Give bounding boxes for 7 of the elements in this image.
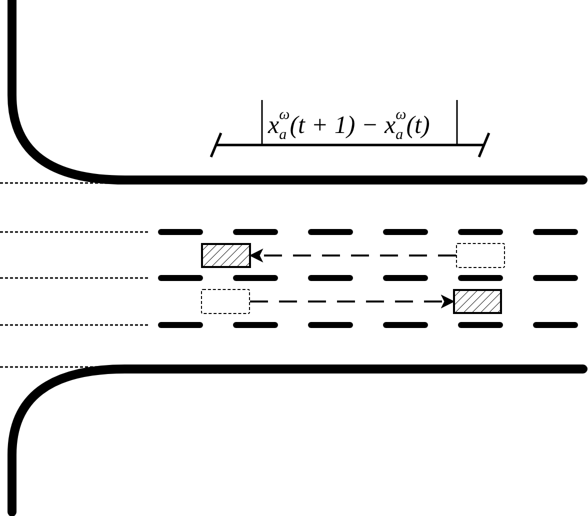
vehicle-box xyxy=(201,243,251,268)
arrow xyxy=(249,248,456,262)
vehicle-outline-box xyxy=(456,243,505,268)
vehicle-outline-box xyxy=(201,289,250,314)
vehicle-box xyxy=(453,289,502,314)
displacement-formula: x$_{a}$$^{ω}$(t + 1) − x$_{a}$$^{ω}$(t) xyxy=(268,108,430,143)
arrow xyxy=(250,294,455,308)
